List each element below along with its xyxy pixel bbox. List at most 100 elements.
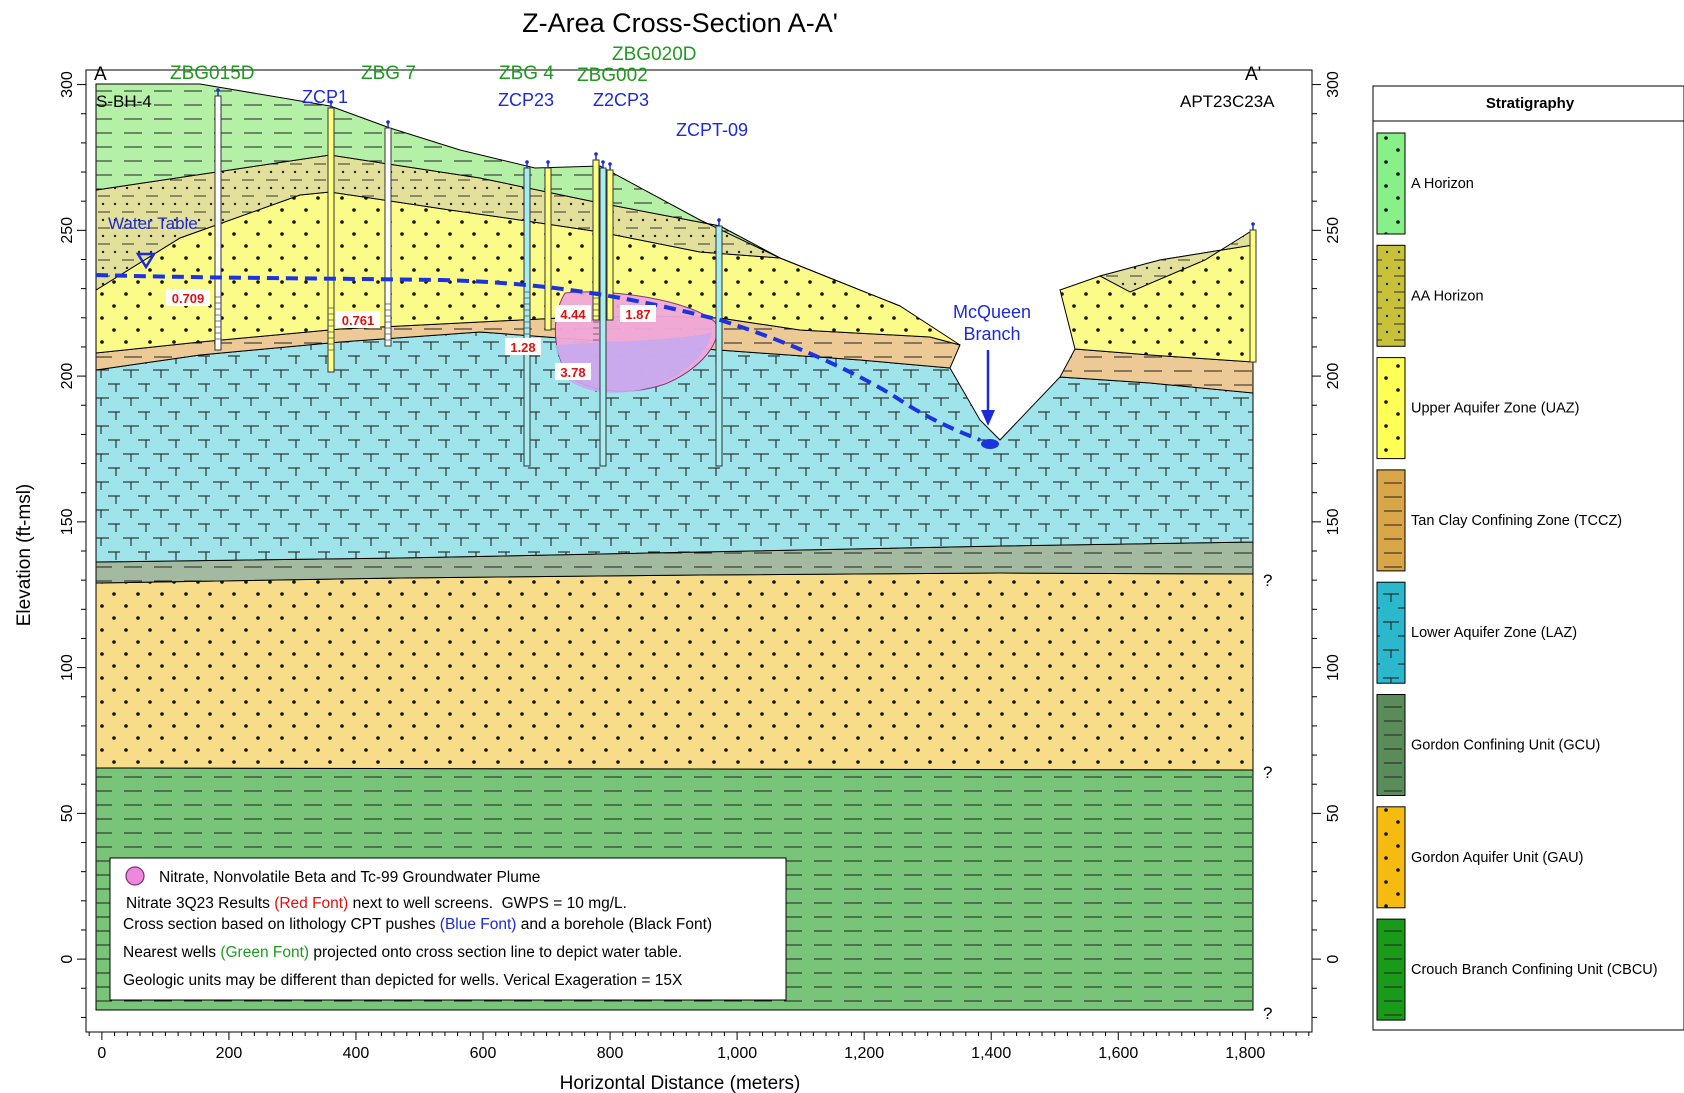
x-axis-title: Horizontal Distance (meters) <box>560 1073 801 1093</box>
well-column <box>214 95 222 351</box>
svg-text:3.78: 3.78 <box>560 365 585 380</box>
y-tick-label: 300 <box>59 71 76 98</box>
well-top-marker-icon <box>594 152 598 156</box>
well-top-marker-icon <box>1251 222 1255 226</box>
nitrate-label-0761: 0.761 <box>336 311 380 328</box>
y-tick-label: 150 <box>1325 508 1342 535</box>
x-tick-label: 1,600 <box>1098 1045 1138 1062</box>
legend-item: Tan Clay Confining Zone (TCCZ) <box>1376 469 1622 572</box>
cpt-label-z2cp3: Z2CP3 <box>593 90 649 110</box>
layer-laz-pattern <box>96 332 1253 562</box>
x-tick-label: 1,000 <box>717 1045 757 1062</box>
legend-label: Crouch Branch Confining Unit (CBCU) <box>1411 962 1658 978</box>
water-table-marker-icon <box>135 252 157 270</box>
well-label-zbg002: ZBG002 <box>577 65 648 86</box>
y-tick-label: 150 <box>59 508 76 535</box>
cpt-label-zcp1: ZCP1 <box>302 87 348 107</box>
y-tick-label: 250 <box>1325 217 1342 244</box>
y-tick-label: 100 <box>1325 654 1342 681</box>
legend-swatch-pattern <box>1377 245 1405 347</box>
legend-label: AA Horizon <box>1411 288 1484 304</box>
legend-item: A Horizon <box>1376 132 1474 235</box>
well-top-marker-icon <box>608 162 612 166</box>
note-cpt-basis: Cross section based on lithology CPT pus… <box>123 916 712 933</box>
y-tick-label: 50 <box>59 804 76 822</box>
legend-swatch-pattern <box>1377 806 1405 908</box>
nitrate-label-444: 4.44 <box>555 305 591 322</box>
layer-tccz-east-pattern <box>1060 349 1253 393</box>
well-label-zbg7: ZBG 7 <box>361 63 416 84</box>
legend-swatch-pattern <box>1377 469 1405 571</box>
plume-purple <box>555 332 712 393</box>
legend-label: Lower Aquifer Zone (LAZ) <box>1411 625 1577 641</box>
well-top-marker-icon <box>329 100 333 104</box>
note-nearest-wells: Nearest wells (Green Font) projected ont… <box>123 944 682 961</box>
plume-swatch-icon <box>125 866 145 886</box>
well-column <box>544 167 552 331</box>
x-tick-label: 800 <box>597 1045 624 1062</box>
layer-gcu-pattern <box>96 542 1253 583</box>
uncertain-contact-gau: ? <box>1263 763 1272 782</box>
notes-box: Nitrate, Nonvolatile Beta and Tc-99 Grou… <box>109 857 787 1001</box>
legend-title: Stratigraphy <box>1486 95 1575 112</box>
layer-aa-horizon-east-pattern <box>1100 230 1253 292</box>
borehole-label-apt23c23a: APT23C23A <box>1180 92 1275 111</box>
y-tick-label: 250 <box>59 217 76 244</box>
svg-text:0.709: 0.709 <box>172 291 205 306</box>
x-tick-label: 400 <box>343 1045 370 1062</box>
well-column <box>384 127 392 347</box>
y-tick-label: 200 <box>1325 363 1342 390</box>
water-table-line <box>95 273 981 442</box>
y-tick-label: 50 <box>1325 804 1342 822</box>
y-tick-label: 200 <box>59 363 76 390</box>
legend-item: Upper Aquifer Zone (UAZ) <box>1376 357 1579 460</box>
legend-swatch-pattern <box>1377 357 1405 459</box>
well-label-zbg4: ZBG 4 <box>499 63 554 84</box>
legend-swatch-pattern <box>1377 582 1405 684</box>
legend-label: Gordon Aquifer Unit (GAU) <box>1411 850 1583 866</box>
legend-swatch-pattern <box>1377 919 1405 1021</box>
x-tick-label: 600 <box>470 1045 497 1062</box>
svg-text:1.28: 1.28 <box>510 340 535 355</box>
stream-marker-icon <box>981 439 999 449</box>
well-column <box>1249 229 1257 363</box>
x-tick-label: 1,200 <box>844 1045 884 1062</box>
y-axis-title: Elevation (ft-msl) <box>14 484 35 627</box>
x-tick-label: 200 <box>216 1045 243 1062</box>
svg-text:0.761: 0.761 <box>342 313 375 328</box>
well-label-zbg020d: ZBG020D <box>612 44 696 65</box>
well-top-marker-icon <box>546 160 550 164</box>
note-vertical-exaggeration: Geologic units may be different than dep… <box>123 972 683 989</box>
legend-label: Tan Clay Confining Zone (TCCZ) <box>1411 513 1622 529</box>
nitrate-label-187: 1.87 <box>620 305 656 322</box>
chart-title: Z-Area Cross-Section A-A' <box>522 8 838 38</box>
well-label-zbg015d: ZBG015D <box>170 63 254 84</box>
x-tick-label: 1,400 <box>971 1045 1011 1062</box>
x-axis-ticks: 0 200 400 600 800 1,000 1,200 1,400 1,600 1,800 <box>88 1032 1310 1062</box>
nitrate-label-0709: 0.709 <box>166 289 210 306</box>
y-tick-label: 300 <box>1325 71 1342 98</box>
nitrate-label-128: 1.28 <box>505 338 541 355</box>
layer-gau-pattern <box>96 573 1253 770</box>
section-end-left: A <box>94 64 107 85</box>
legend-swatch-pattern <box>1377 133 1405 234</box>
legend-label: A Horizon <box>1411 176 1474 192</box>
borehole-label-sbh4: S-BH-4 <box>96 92 152 111</box>
svg-text:1.87: 1.87 <box>625 307 650 322</box>
x-tick-label: 1,800 <box>1225 1045 1265 1062</box>
well-column <box>715 225 723 467</box>
well-top-marker-icon <box>386 120 390 124</box>
legend-swatch-pattern <box>1377 694 1405 796</box>
legend-label: Upper Aquifer Zone (UAZ) <box>1411 401 1579 417</box>
mcqueen-label-line2: Branch <box>963 324 1020 344</box>
well-screens <box>214 88 1257 467</box>
svg-text:4.44: 4.44 <box>560 307 586 322</box>
y-tick-label: 100 <box>59 654 76 681</box>
x-tick-label: 0 <box>97 1045 106 1062</box>
legend-item: Lower Aquifer Zone (LAZ) <box>1376 581 1577 684</box>
note-plume: Nitrate, Nonvolatile Beta and Tc-99 Grou… <box>159 869 540 886</box>
